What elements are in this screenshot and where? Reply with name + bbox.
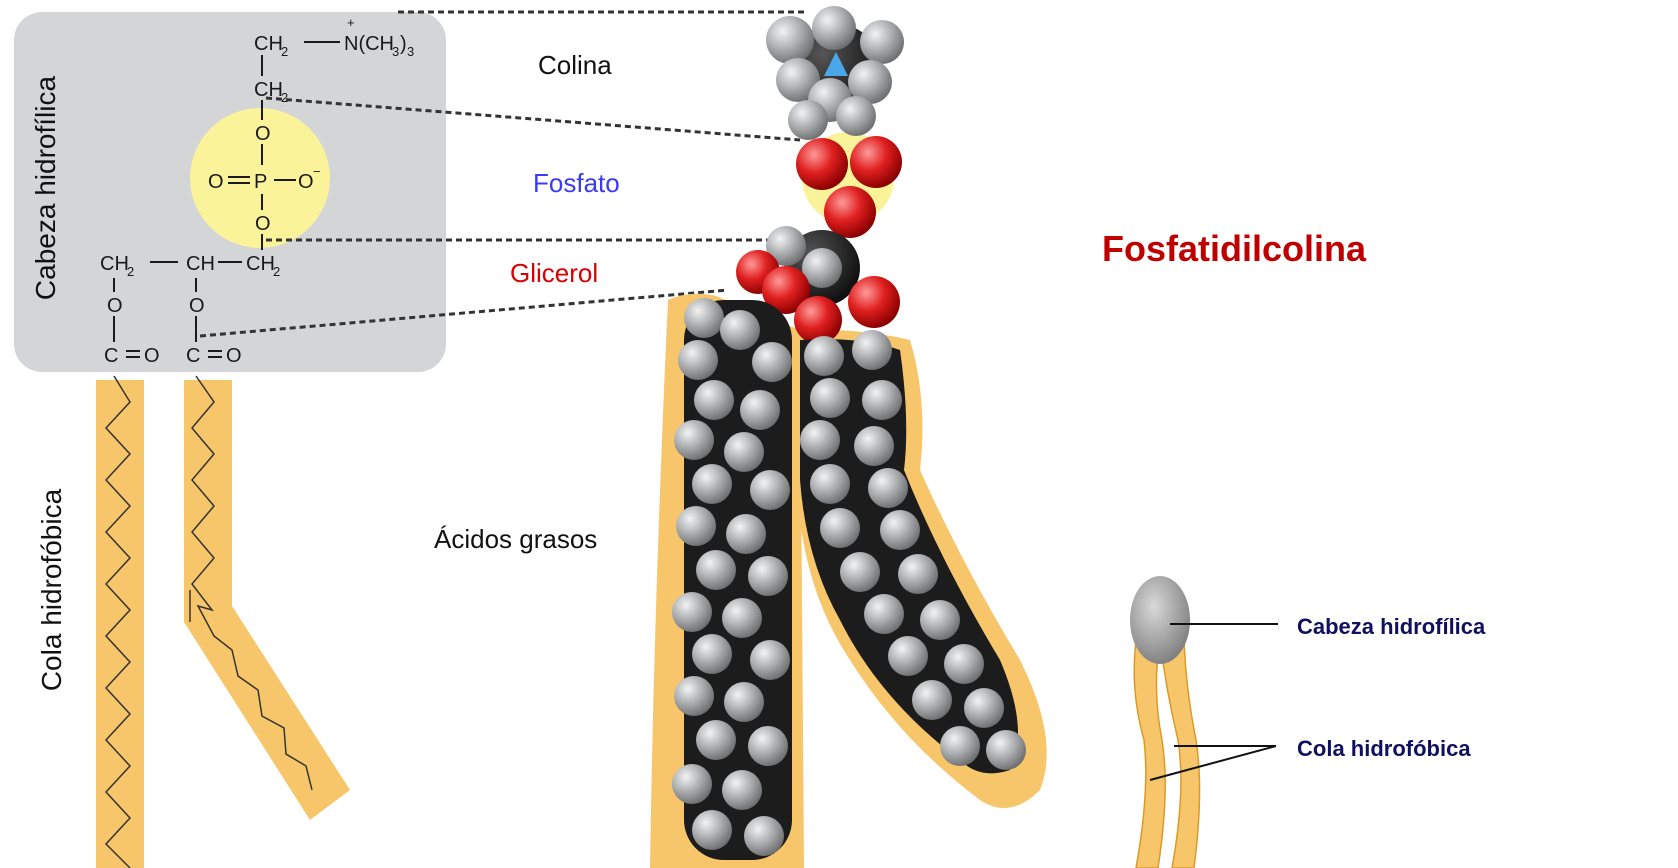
formula-glycerol-right: CH — [246, 253, 275, 275]
formula-ch2-upper: CH — [254, 79, 283, 101]
model-fatty-acid-chain-right — [800, 330, 1026, 774]
model-glycerol — [736, 226, 900, 344]
formula-carbonyl-left-c: C — [104, 345, 118, 367]
formula-ester-o-left: O — [107, 295, 123, 317]
formula-carbonyl-left-o: O — [144, 345, 160, 367]
legend-head-label: Cabeza hidrofílica — [1297, 614, 1486, 639]
formula-carbonyl-right-c: C — [186, 345, 200, 367]
formula-phosphate-right-o: O — [298, 171, 314, 193]
formula-minus: − — [313, 164, 321, 179]
formula-glycerol-left: CH — [100, 253, 129, 275]
formula-choline-n-sub2: 3 — [407, 44, 414, 59]
formula-choline-ch2-sub: 2 — [281, 44, 288, 59]
formula-plus: + — [347, 15, 355, 30]
chemical-structure: CH 2 N(CH 3 ) 3 + CH 2 O O P O − O CH 2 … — [96, 15, 414, 868]
formula-carbonyl-right-o: O — [226, 345, 242, 367]
formula-choline-ch2: CH — [254, 33, 283, 55]
formula-choline-n-close: ) — [400, 33, 407, 55]
phosphate-circle — [190, 108, 330, 248]
diagram-title: Fosfatidilcolina — [1102, 228, 1367, 269]
formula-glycerol-right-sub: 2 — [273, 264, 280, 279]
formula-glycerol-mid: CH — [186, 253, 215, 275]
formula-o-top: O — [255, 123, 271, 145]
formula-choline-n-sub: 3 — [392, 44, 399, 59]
model-fatty-acid-chain-left — [672, 298, 792, 860]
colina-label: Colina — [538, 50, 612, 80]
model-choline — [766, 6, 904, 140]
formula-phosphate-p: P — [254, 171, 267, 193]
simplified-phospholipid-icon — [1130, 576, 1278, 868]
formula-phosphate-left-o: O — [208, 171, 224, 193]
unsaturated-tail-zigzag — [191, 375, 313, 791]
simplified-tail-right — [1159, 639, 1201, 868]
simplified-tail-left — [1133, 639, 1166, 868]
legend-tail-label: Cola hidrofóbica — [1297, 736, 1471, 761]
formula-choline-n: N(CH — [344, 33, 394, 55]
unsaturated-tail-band — [184, 380, 350, 820]
formula-ch2-upper-sub: 2 — [281, 90, 288, 105]
fosfato-label: Fosfato — [533, 168, 620, 198]
saturated-tail-zigzag — [104, 375, 132, 868]
glicerol-label: Glicerol — [510, 258, 599, 288]
formula-glycerol-left-sub: 2 — [127, 264, 134, 279]
simplified-head — [1130, 576, 1190, 664]
formula-ester-o-right: O — [189, 295, 205, 317]
formula-o-bottom: O — [255, 213, 271, 235]
acidos-grasos-label: Ácidos grasos — [434, 524, 598, 554]
model-phosphate — [796, 136, 902, 238]
saturated-tail-band — [96, 380, 144, 868]
